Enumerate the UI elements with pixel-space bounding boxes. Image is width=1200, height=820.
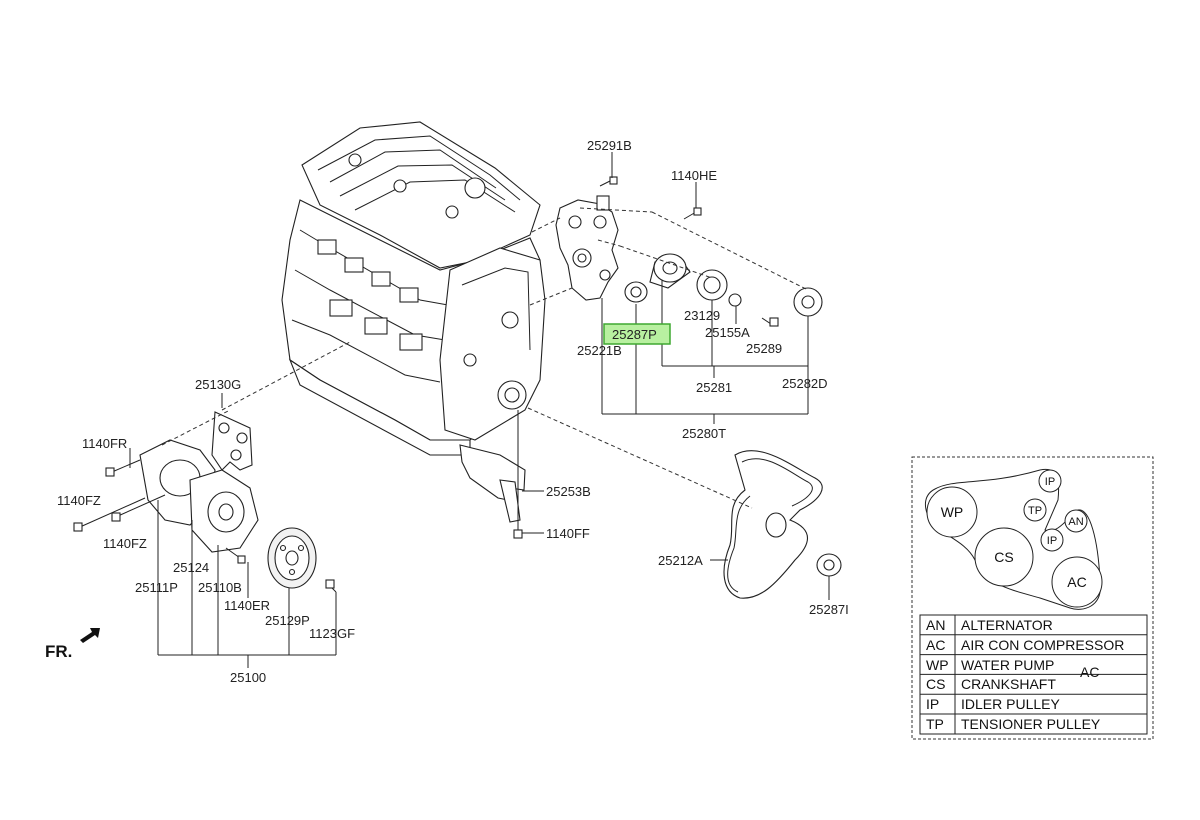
part-label-25280T[interactable]: 25280T (682, 426, 726, 441)
tensioner-pulley-parts (624, 253, 823, 327)
legend-name-idler-pulley: IDLER PULLEY (961, 696, 1060, 712)
bolt-25291B (599, 176, 618, 187)
routing-pulley-ac: AC (1051, 556, 1103, 608)
routing-pulley-cs: CS (974, 527, 1034, 587)
legend-name-crankshaft: CRANKSHAFT (961, 676, 1056, 692)
routing-pulley-tp: TP (1023, 498, 1047, 522)
part-label-25111P[interactable]: 25111P (135, 580, 178, 595)
part-label-25155A[interactable]: 25155A (705, 325, 750, 340)
legend-code-tp: TP (926, 716, 944, 732)
v-belt-25212A (723, 450, 823, 599)
routing-pulley-ip-low: IP (1040, 528, 1064, 552)
legend-code-an: AN (926, 617, 945, 633)
front-label: FR. (45, 642, 72, 661)
part-label-25281[interactable]: 25281 (696, 380, 732, 395)
part-label-25124[interactable]: 25124 (173, 560, 209, 575)
leader-lines (129, 152, 830, 668)
part-label-25221B[interactable]: 25221B (577, 343, 622, 358)
part-label-25129P[interactable]: 25129P (265, 613, 310, 628)
water-pump-bolts (73, 459, 337, 593)
part-label-25287P[interactable]: 25287P (612, 327, 657, 342)
part-label-1140FF[interactable]: 1140FF (546, 526, 590, 541)
svg-text:AN: AN (1068, 516, 1083, 528)
belt-routing-panel: WP IP TP AN CS IP AC (911, 456, 1154, 740)
bolt-1140HE (683, 207, 702, 220)
part-label-25110B[interactable]: 25110B (198, 580, 242, 595)
legend-code-cs: CS (926, 676, 945, 692)
part-label-1140ER[interactable]: 1140ER (224, 598, 270, 613)
bracket-25253B-illustration (459, 444, 526, 539)
part-label-25289[interactable]: 25289 (746, 341, 782, 356)
part-label-25212A[interactable]: 25212A (658, 553, 703, 568)
legend-name-tensioner-pulley: TENSIONER PULLEY (961, 716, 1101, 732)
legend-stray-ac-label: AC (1080, 664, 1099, 680)
part-label-1140FZ-left[interactable]: 1140FZ (57, 493, 101, 508)
routing-pulley-wp: WP (926, 486, 978, 538)
part-label-1123GF[interactable]: 1123GF (309, 626, 355, 641)
legend-name-air-con-compressor: AIR CON COMPRESSOR (961, 637, 1124, 653)
highlight-box-25287P[interactable] (603, 323, 671, 345)
part-label-1140FZ-right[interactable]: 1140FZ (103, 536, 147, 551)
part-label-1140FR[interactable]: 1140FR (82, 436, 127, 451)
tensioner-bracket-illustration (555, 195, 619, 301)
part-label-25287I[interactable]: 25287I (809, 602, 849, 617)
routing-pulley-ip-top: IP (1038, 469, 1062, 493)
part-label-25253B[interactable]: 25253B (546, 484, 591, 499)
routing-pulley-an: AN (1064, 509, 1088, 533)
part-label-25282D[interactable]: 25282D (782, 376, 828, 391)
part-label-1140HE[interactable]: 1140HE (671, 168, 717, 183)
part-label-25291B[interactable]: 25291B (587, 138, 632, 153)
svg-text:CS: CS (994, 549, 1013, 565)
legend-code-ac: AC (926, 637, 945, 653)
idler-pulley-25287I (816, 553, 842, 577)
svg-text:IP: IP (1047, 535, 1057, 547)
front-direction-indicator: FR. (45, 628, 100, 661)
part-label-25100[interactable]: 25100 (230, 670, 266, 685)
water-pump-illustration (139, 411, 317, 589)
legend-name-water-pump: WATER PUMP (961, 657, 1054, 673)
engine-block-illustration (281, 121, 546, 456)
legend-table: AN ALTERNATOR AC AIR CON COMPRESSOR WP W… (919, 614, 1148, 735)
svg-text:WP: WP (941, 504, 964, 520)
svg-text:IP: IP (1045, 476, 1055, 488)
svg-text:AC: AC (1067, 574, 1086, 590)
legend-code-ip: IP (926, 696, 939, 712)
legend-code-wp: WP (926, 657, 949, 673)
legend-name-alternator: ALTERNATOR (961, 617, 1053, 633)
part-label-23129[interactable]: 23129 (684, 308, 720, 323)
svg-text:TP: TP (1028, 505, 1042, 517)
part-labels: 25291B 1140HE 25287P 25221B 23129 25155A… (57, 138, 849, 685)
front-arrow-icon (80, 628, 100, 643)
part-label-25130G[interactable]: 25130G (195, 377, 241, 392)
